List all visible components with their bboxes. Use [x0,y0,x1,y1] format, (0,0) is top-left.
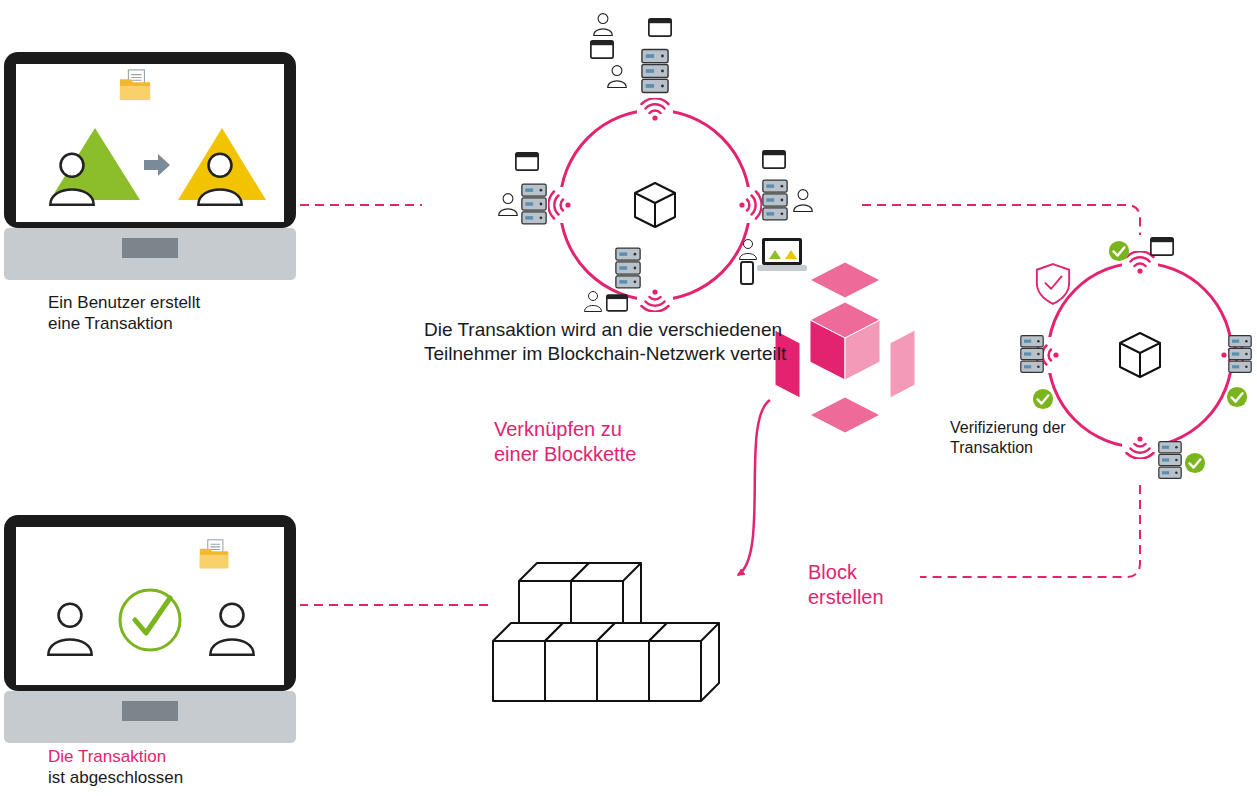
network-ring-part [560,110,750,300]
block-chain-part [649,623,719,701]
laptop-done-part [135,598,170,633]
verification-ring-part [1151,238,1173,255]
block-exploded-part [890,330,915,398]
laptop-start [4,52,296,280]
network-ring-part [763,151,785,168]
step-block: Block erstellen [770,275,920,620]
verification-ring-part [1159,442,1181,479]
network-ring-part [585,292,602,312]
network-ring-part [607,295,627,311]
step-sublabel: ist abgeschlossen [48,767,278,788]
network-ring-part-part [642,289,669,311]
laptop-done-part [210,604,253,655]
block-exploded-part [845,320,880,380]
network-ring-part [765,241,799,262]
dashed-connector [862,205,1140,235]
network-ring-part-part [548,192,570,219]
laptop-done-part [120,590,180,650]
verification-ring-part [1033,389,1053,409]
network-ring-part-part [739,192,761,219]
network-ring-part [642,50,668,93]
verification-ring-part [1109,241,1129,261]
step-distribute: Die Transaktion wird an die verschiedene… [422,0,862,370]
network-ring-part-part [637,96,673,124]
verification-ring-part [1229,336,1251,373]
step-label: Ein Benutzer erstellt eine Transaktion [48,292,228,335]
network-ring-part [516,153,538,170]
verification-ring-part [1227,387,1247,407]
network-ring-part [740,240,757,260]
verification-ring-part-part [1122,433,1158,461]
verification-ring-part [1021,336,1043,373]
step-create: Ein Benutzer erstellt eine Transaktion [4,52,300,342]
network-ring-part [736,187,764,223]
laptop-start-part [120,70,150,100]
network-ring-part [499,194,518,216]
block-exploded-part [775,330,800,398]
network-ring-part [785,250,797,259]
network-ring-part-part [637,286,673,314]
step-label: Block erstellen [808,560,912,610]
verification-ring-part [1048,263,1232,447]
laptop-done-part [4,515,296,743]
step-chain: Verknüpfen zu einer Blockkette [488,415,738,705]
network-ring-part-part [736,187,764,223]
block-chain [493,563,719,701]
verification-ring-part [1122,433,1158,461]
network-ring-part [522,184,546,224]
network-ring-part [616,248,640,288]
curved-arrow [738,400,770,575]
step-verify: Verifizierung der Transaktion [945,235,1253,485]
laptop-done-part [200,540,228,568]
verification-ring [1021,238,1251,478]
laptop-done-part [48,604,91,655]
network-ring-part [608,66,627,88]
block-exploded-part [810,397,880,433]
laptop-start-part [198,154,241,205]
network-ring-part [649,19,671,36]
network-ring [499,14,813,314]
step-label: Verifizierung der Transaktion [950,418,1078,458]
verification-ring-part [1120,333,1160,377]
network-ring-part [546,187,574,223]
verification-ring-part [1037,264,1069,304]
verification-ring-part [1185,453,1205,473]
laptop-start-part [50,154,93,205]
laptop-start-part [144,154,170,176]
step-label: Die Transaktion [48,746,278,767]
network-ring-part [637,286,673,314]
network-ring-part [637,96,673,124]
block-exploded-part [810,320,845,380]
laptop-done [4,515,296,743]
network-ring-part-part [546,187,574,223]
block-exploded-part [810,262,880,298]
dashed-connector [920,485,1140,577]
dashed-connector [300,204,422,206]
network-ring-part [635,183,675,227]
network-ring-part [763,180,787,220]
step-label: Die Transaktion wird an die verschiedene… [424,318,839,366]
network-ring-part [762,238,802,265]
network-ring-part [769,250,781,259]
network-ring-part [741,262,753,284]
network-ring-part [594,14,613,36]
step-done: Die Transaktionist abgeschlossen [4,515,300,793]
network-ring-part [794,190,813,212]
block-exploded [775,262,915,433]
network-ring-part-part [642,98,669,120]
laptop-start-part [4,52,296,280]
network-ring-part [757,265,807,271]
network-ring-part [591,41,613,58]
verification-ring-part-part [1127,251,1154,273]
dashed-connector [300,604,488,606]
step-label: Verknüpfen zu einer Blockkette [494,417,659,467]
verification-ring-part-part [1127,436,1154,458]
